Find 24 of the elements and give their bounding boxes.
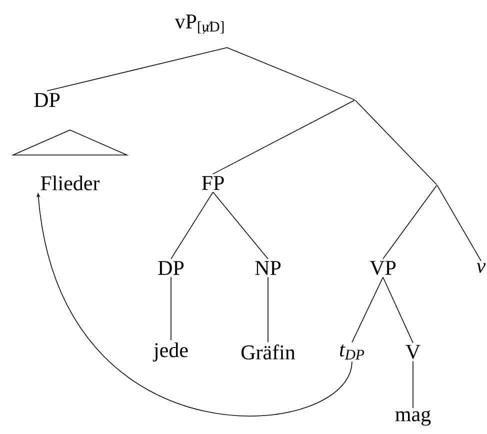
word-label: mag bbox=[395, 410, 431, 426]
branch-line bbox=[212, 192, 268, 260]
branch-line bbox=[170, 192, 214, 260]
phrase-label: NP bbox=[255, 261, 281, 275]
word-label: jede bbox=[152, 342, 188, 362]
phrase-label: V bbox=[406, 344, 420, 360]
branch-line bbox=[170, 276, 172, 341]
phrase-label: DP bbox=[34, 93, 60, 107]
word-label: Flieder bbox=[40, 176, 100, 190]
branch-line bbox=[382, 276, 414, 344]
phrase-label: v bbox=[476, 263, 486, 273]
phrase-label: DP bbox=[158, 261, 184, 275]
branch-line bbox=[412, 360, 414, 409]
branch-line bbox=[382, 185, 438, 260]
branch-line bbox=[436, 185, 482, 262]
phrase-label: FP bbox=[202, 176, 224, 190]
phrase-label: VP bbox=[370, 260, 396, 276]
branch-line bbox=[352, 276, 384, 343]
word-label: t$_{DP}$ bbox=[340, 344, 364, 360]
branch-line bbox=[354, 100, 438, 186]
word-label: Gräfin bbox=[241, 344, 296, 360]
branch-line bbox=[46, 47, 228, 92]
branch-line bbox=[226, 47, 355, 100]
branch-line bbox=[212, 100, 355, 174]
